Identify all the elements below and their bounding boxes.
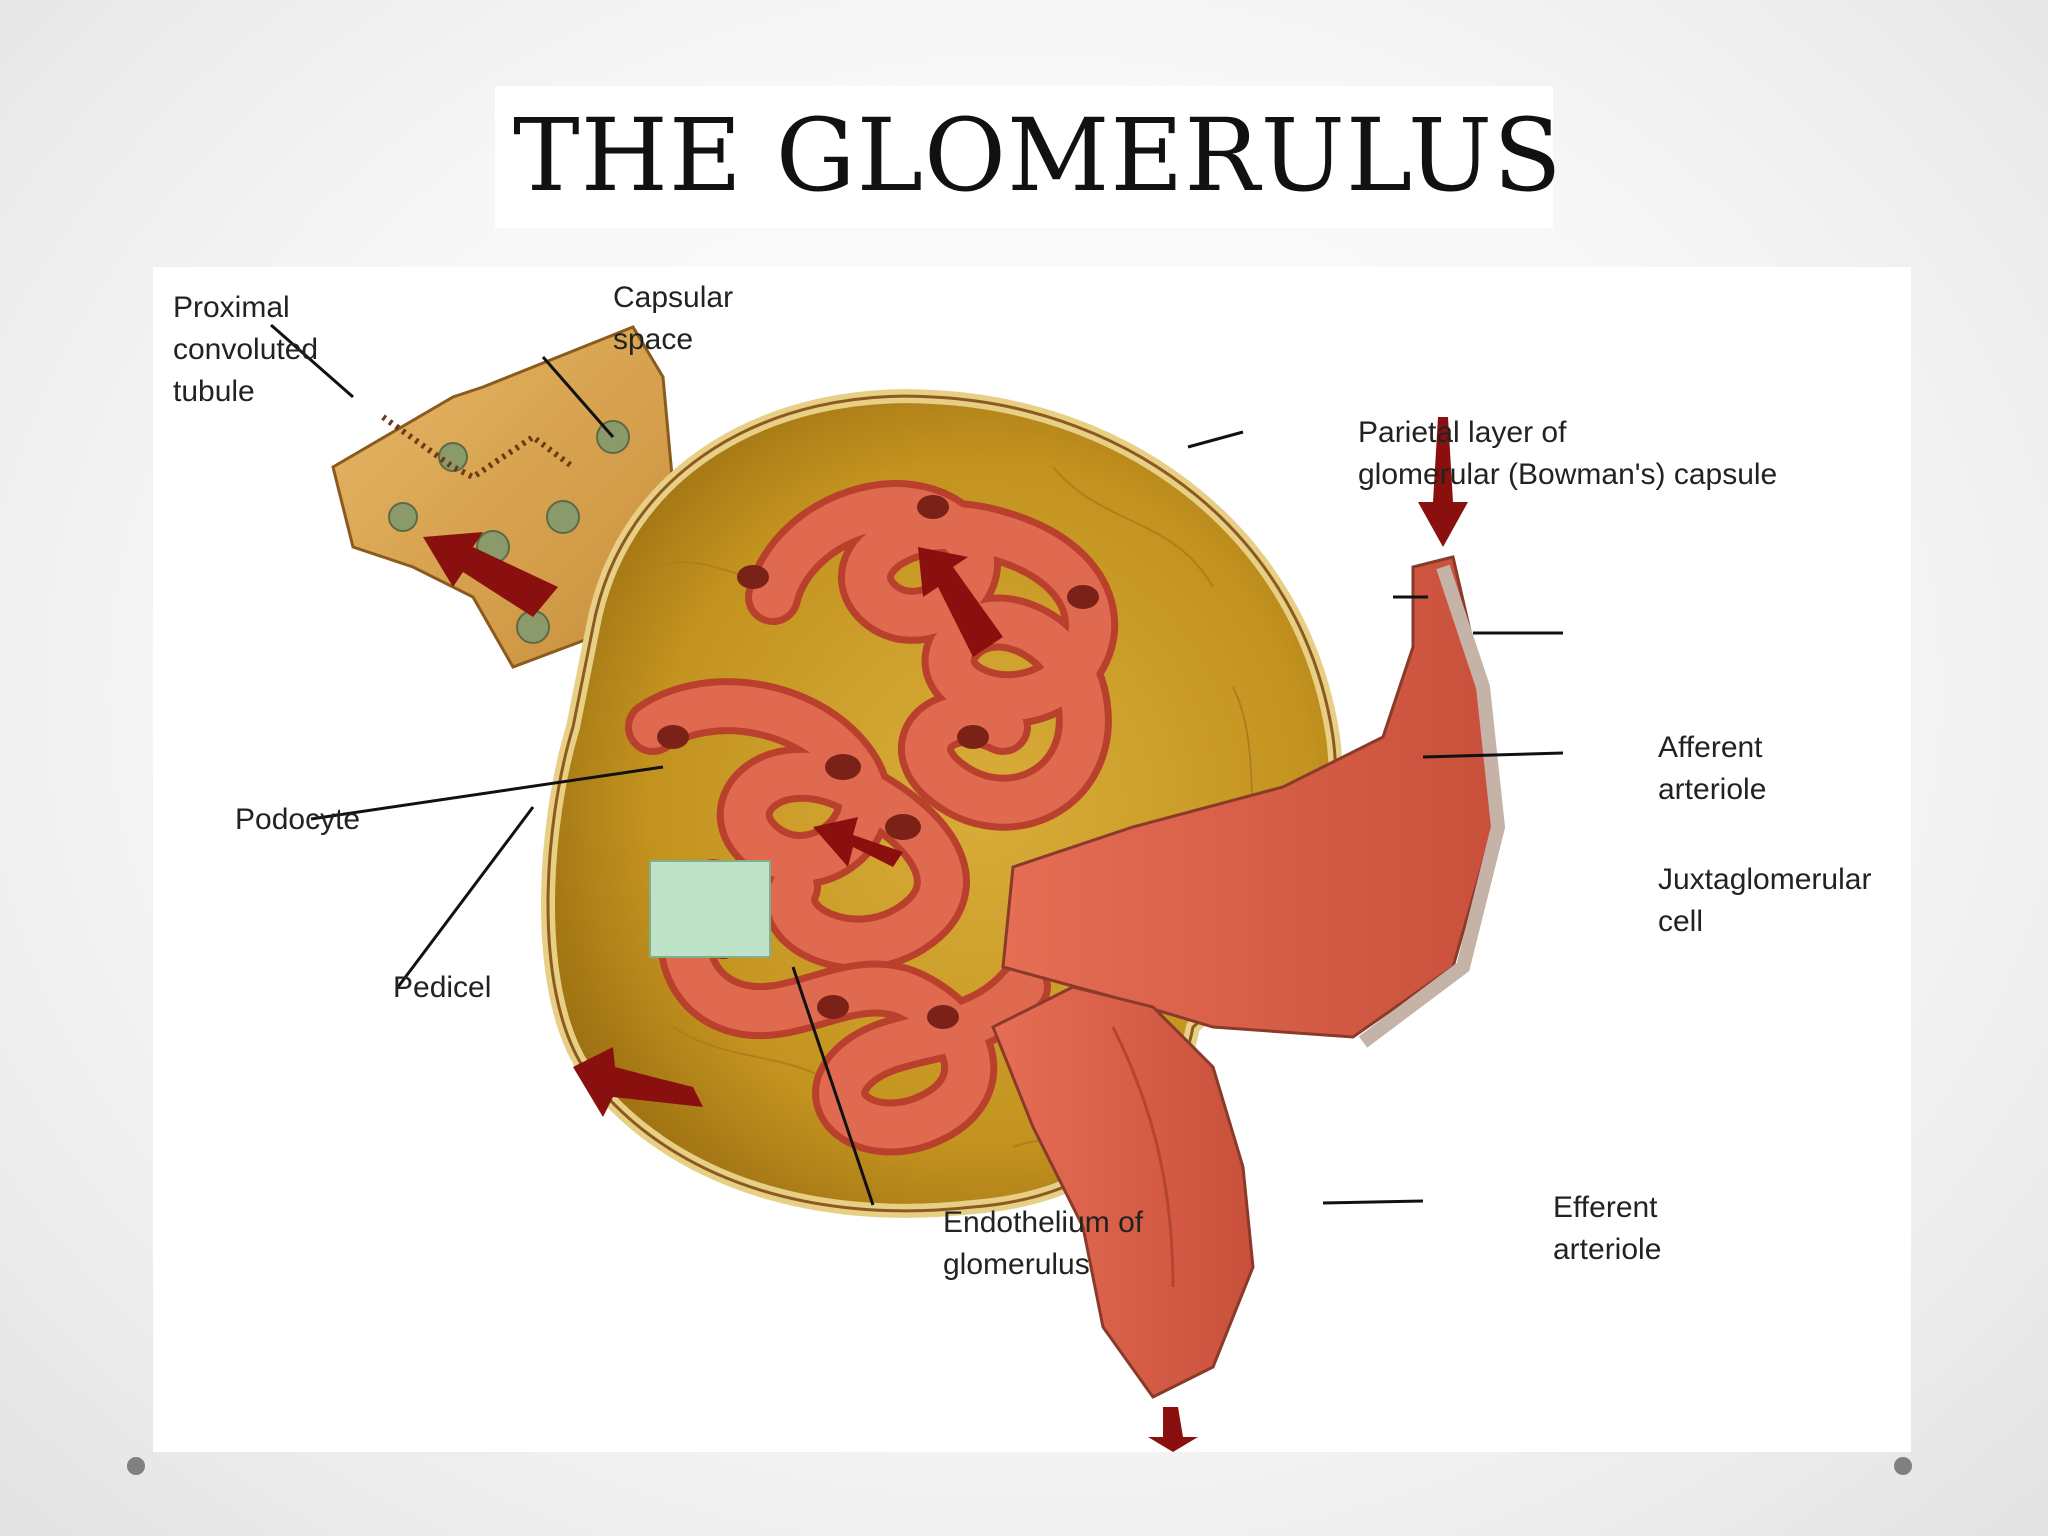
arrow-icon [573, 1047, 703, 1117]
label-endothelium: Endothelium of glomerulus [943, 1202, 1143, 1286]
label-line: arteriole [1553, 1233, 1662, 1266]
arrow-icon [918, 547, 1003, 657]
glomerulus-tuft-shape [625, 480, 1119, 1156]
arrow-icon [423, 532, 558, 617]
label-line: space [613, 323, 694, 356]
slide-bullet-right [1894, 1457, 1912, 1475]
label-podocyte: Podocyte [235, 799, 360, 841]
label-line: Podocyte [235, 803, 361, 836]
pedicel-inset-box [649, 860, 771, 958]
proximal-tubule-shape [331, 325, 675, 669]
label-line: convoluted [173, 333, 319, 366]
flow-arrows [423, 417, 1468, 1452]
label-line: cell [1658, 905, 1704, 938]
arrow-icon [1418, 417, 1468, 547]
label-juxtaglomerular-cell: Juxtaglomerular cell [1658, 859, 1871, 943]
arterioles-shape [991, 555, 1506, 1399]
label-line: Juxtaglomerular [1658, 863, 1872, 896]
slide-title: THE GLOMERULUS [513, 97, 1563, 214]
label-line: Proximal [173, 291, 290, 324]
label-line: tubule [173, 375, 255, 408]
glomerulus-diagram: Proximal convoluted tubule Capsular spac… [153, 267, 1911, 1452]
label-line: arteriole [1658, 773, 1767, 806]
label-pedicel: Pedicel [393, 967, 491, 1009]
label-line: Pedicel [393, 971, 492, 1004]
label-efferent-arteriole: Efferent arteriole [1553, 1187, 1661, 1271]
label-proximal-convoluted-tubule: Proximal convoluted tubule [173, 287, 318, 413]
leader-lines [270, 323, 1564, 1206]
label-line: Afferent [1658, 731, 1763, 764]
label-parietal-layer: Parietal layer of glomerular (Bowman's) … [1358, 412, 1777, 496]
diagram-illustration [270, 323, 1564, 1452]
label-line: Efferent [1553, 1191, 1658, 1224]
label-line: glomerulus [943, 1248, 1090, 1281]
slide-bullet-left [127, 1457, 145, 1475]
title-box: THE GLOMERULUS [495, 86, 1562, 228]
arrow-icon [813, 817, 903, 867]
label-line: Parietal layer of [1358, 416, 1567, 449]
label-line: glomerular (Bowman's) capsule [1358, 458, 1778, 491]
arrow-icon [1148, 1407, 1198, 1452]
label-capsular-space: Capsular space [613, 277, 733, 361]
label-afferent-arteriole: Afferent arteriole [1658, 727, 1766, 811]
label-line: Endothelium of [943, 1206, 1144, 1239]
label-line: Capsular [613, 281, 734, 314]
